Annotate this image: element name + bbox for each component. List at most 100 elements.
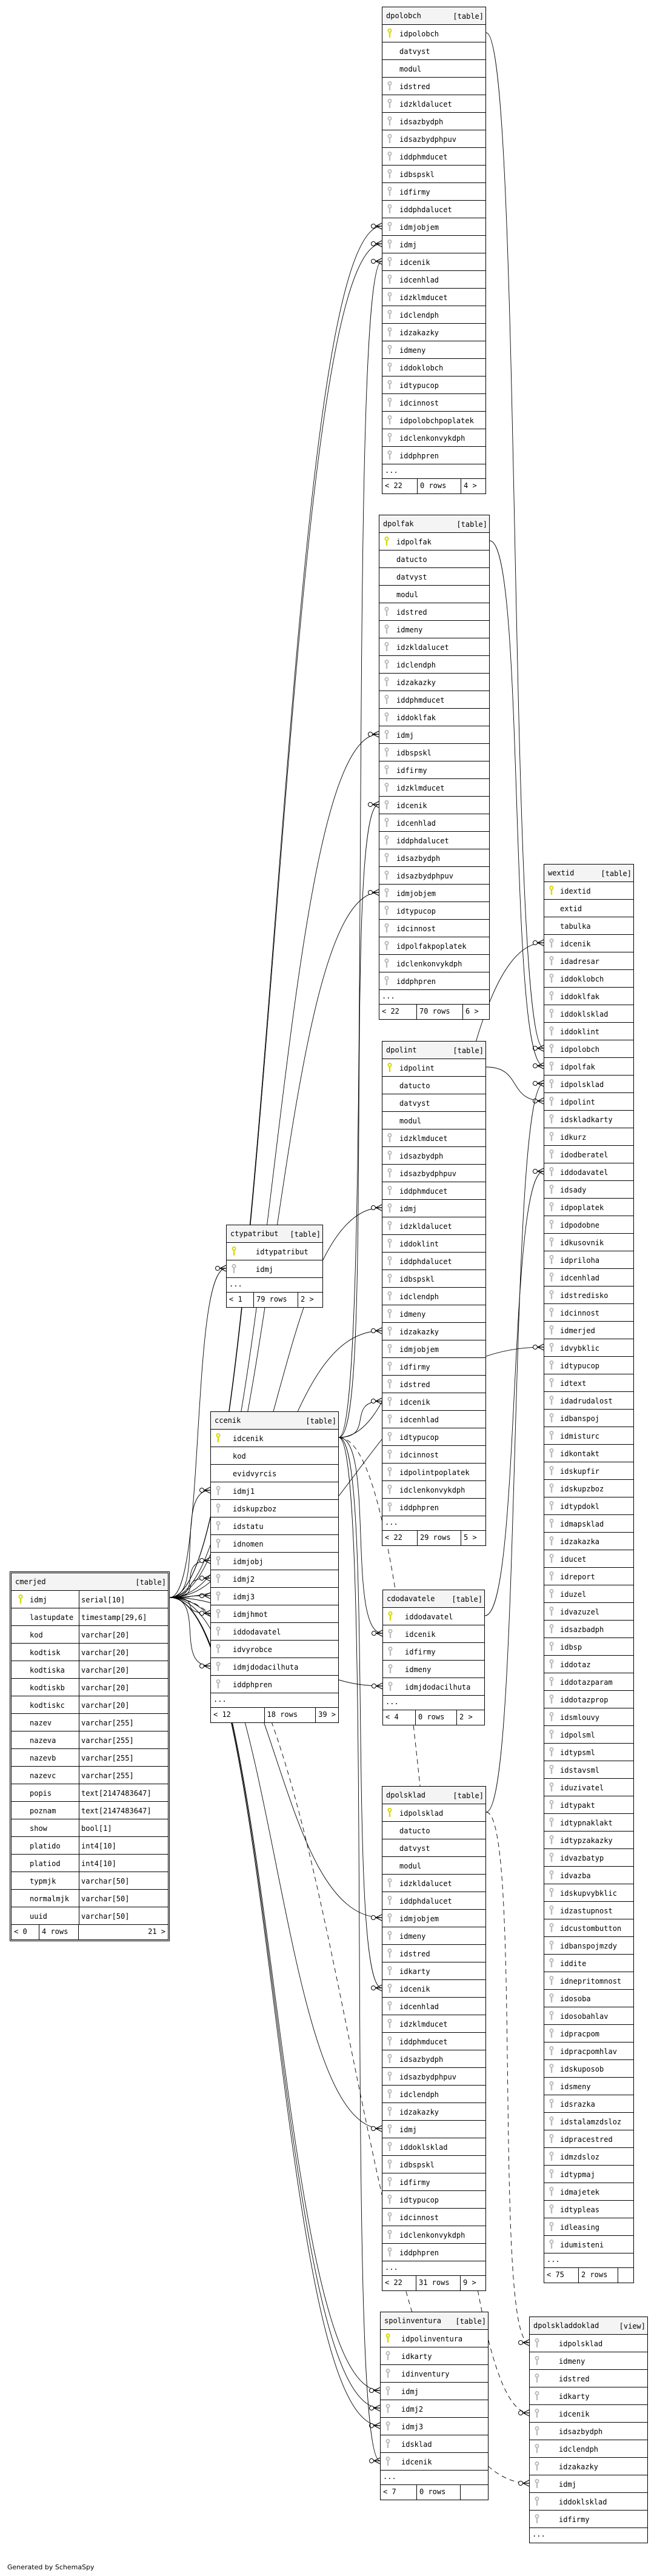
column-row[interactable]: idpolintpoplatek <box>382 1464 485 1481</box>
column-row[interactable]: idzkldalucet <box>382 95 485 113</box>
column-row[interactable]: iddphmducet <box>382 1182 485 1200</box>
column-row[interactable]: idpolint <box>544 1093 633 1111</box>
column-row[interactable]: idtypucop <box>382 376 485 394</box>
column-row[interactable]: datucto <box>382 1077 485 1094</box>
column-row[interactable]: iddphpren <box>382 2244 485 2261</box>
column-row[interactable]: idadrudalost <box>544 1392 633 1410</box>
column-row[interactable]: idcenhlad <box>379 814 489 832</box>
column-row[interactable]: iddoklfak <box>544 988 633 1005</box>
column-row[interactable]: idstredisko <box>544 1286 633 1304</box>
parent-count[interactable]: < 1 <box>227 1293 254 1307</box>
column-row[interactable]: idzakazky <box>382 1323 485 1340</box>
column-row[interactable]: idtext <box>544 1374 633 1392</box>
column-row[interactable]: idfirmy <box>379 761 489 779</box>
child-count[interactable]: 4 > <box>464 481 477 490</box>
column-row[interactable]: datvyst <box>382 1839 485 1857</box>
child-count[interactable]: 2 > <box>301 1295 314 1303</box>
column-row[interactable]: modul <box>382 60 485 78</box>
column-row[interactable]: idsazbydphpuv <box>379 867 489 885</box>
column-row[interactable]: idpracpomhlav <box>544 2042 633 2060</box>
column-row[interactable]: idtypucop <box>544 1357 633 1374</box>
column-row[interactable]: idzkldalucet <box>382 1217 485 1235</box>
column-row[interactable]: kod <box>211 1447 338 1465</box>
column-row[interactable]: idkarty <box>382 1962 485 1980</box>
column-row[interactable]: idbspskl <box>382 166 485 183</box>
column-row[interactable]: idadresar <box>544 952 633 970</box>
column-row[interactable]: idpolobch <box>544 1040 633 1058</box>
column-row[interactable]: idclendph <box>379 656 489 674</box>
column-row[interactable]: idcenik <box>530 2405 647 2423</box>
column-row[interactable]: idmj2 <box>381 2400 488 2418</box>
column-row[interactable]: idmeny <box>383 1661 484 1678</box>
column-row[interactable]: idmjobjem <box>382 1910 485 1927</box>
column-row[interactable]: idzklmducet <box>382 2015 485 2033</box>
column-row[interactable]: idpolsklad <box>530 2335 647 2352</box>
column-row[interactable]: iddphpren <box>382 1499 485 1516</box>
column-row[interactable]: idclendph <box>382 1288 485 1305</box>
column-row[interactable]: idvybklic <box>544 1339 633 1357</box>
parent-count[interactable]: < 4 <box>383 1710 416 1725</box>
column-row[interactable]: idbspskl <box>379 744 489 761</box>
column-row[interactable]: idmisturc <box>544 1427 633 1445</box>
column-row[interactable]: iddphdalucet <box>382 1253 485 1270</box>
parent-count[interactable]: < 0 <box>12 1925 39 1939</box>
column-row[interactable]: idmj3 <box>211 1588 338 1605</box>
column-row[interactable]: idmapsklad <box>544 1515 633 1533</box>
column-row[interactable]: idpolint <box>382 1059 485 1077</box>
column-row[interactable]: idpolsml <box>544 1726 633 1744</box>
column-row[interactable]: idsrazka <box>544 2095 633 2113</box>
child-count[interactable]: 5 > <box>464 1533 477 1542</box>
column-row[interactable]: idmjhmot <box>211 1605 338 1623</box>
column-row[interactable]: iddotazparam <box>544 1673 633 1691</box>
parent-count[interactable]: < 22 <box>382 1531 418 1545</box>
column-row[interactable]: iddoklint <box>382 1235 485 1253</box>
parent-count[interactable]: < 12 <box>211 1708 265 1722</box>
parent-count[interactable]: < 75 <box>544 2268 579 2283</box>
column-row[interactable]: idstred <box>382 1376 485 1393</box>
table-header[interactable]: dpolobch[table] <box>382 7 485 25</box>
column-row[interactable]: idmeny <box>530 2352 647 2370</box>
parent-count[interactable]: < 7 <box>381 2485 417 2500</box>
column-row[interactable]: idodberatel <box>544 1146 633 1163</box>
column-row[interactable]: idpolfak <box>379 533 489 550</box>
column-row[interactable]: idkurz <box>544 1128 633 1146</box>
column-row[interactable]: idmj <box>382 1200 485 1217</box>
column-row[interactable]: idmj <box>379 726 489 744</box>
column-row[interactable]: idleasing <box>544 2218 633 2236</box>
column-row[interactable]: idskupvybklic <box>544 1884 633 1902</box>
column-row[interactable]: datvyst <box>382 42 485 60</box>
column-row[interactable]: idtypzakazky <box>544 1832 633 1849</box>
column-row[interactable]: idstavsml <box>544 1761 633 1779</box>
child-count[interactable]: 6 > <box>465 1007 479 1015</box>
column-row[interactable]: idzakazky <box>379 674 489 691</box>
column-row[interactable]: idmjdodacilhuta <box>383 1678 484 1696</box>
table-header[interactable]: dpolfak[table] <box>379 515 489 533</box>
column-row[interactable]: idzkldalucet <box>382 1875 485 1892</box>
column-row[interactable]: idcenhlad <box>382 1998 485 2015</box>
column-row[interactable]: idmj <box>382 236 485 253</box>
column-row[interactable]: idtypsml <box>544 1744 633 1761</box>
column-row[interactable]: idcenhlad <box>382 271 485 289</box>
column-row[interactable]: iddoklsklad <box>530 2493 647 2511</box>
column-row[interactable]: idbanspoj <box>544 1410 633 1427</box>
column-row[interactable]: idfirmy <box>382 1358 485 1376</box>
column-row[interactable]: idclenkonvykdph <box>382 2226 485 2244</box>
column-row[interactable]: idbsp <box>544 1638 633 1656</box>
column-row[interactable]: iddoklsklad <box>544 1005 633 1023</box>
column-row[interactable]: idfirmy <box>382 183 485 201</box>
column-row[interactable]: iduzel <box>544 1585 633 1603</box>
